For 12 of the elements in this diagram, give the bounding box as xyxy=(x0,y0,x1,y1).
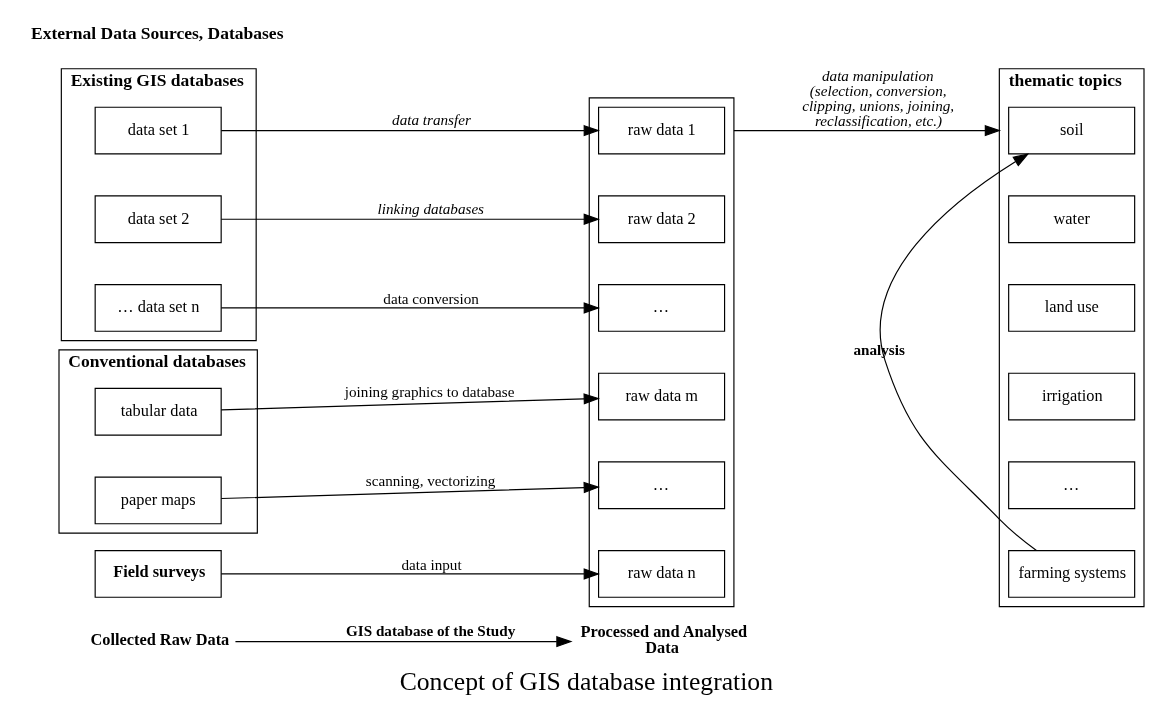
label: External Data Sources, Databases xyxy=(30,23,283,43)
edge-label: data conversion xyxy=(382,289,479,307)
node-text: Collected Raw Data xyxy=(90,629,229,649)
caption: Concept of GIS database integration xyxy=(399,667,773,697)
edge-label: data manipulation (selection, conversion, clipping, unions, joining, reclassification, etc.) xyxy=(801,66,954,130)
edge-label: data transfer xyxy=(391,111,471,129)
edge-label: linking databases xyxy=(377,199,484,217)
edge-label: joining graphics to database xyxy=(344,383,514,401)
edge-label: GIS database of the Study xyxy=(345,622,515,640)
node-text: Processed and Analysed Data xyxy=(580,622,747,658)
edge-label: scanning, vectorizing xyxy=(365,471,495,489)
edge-label: data input xyxy=(400,555,462,573)
